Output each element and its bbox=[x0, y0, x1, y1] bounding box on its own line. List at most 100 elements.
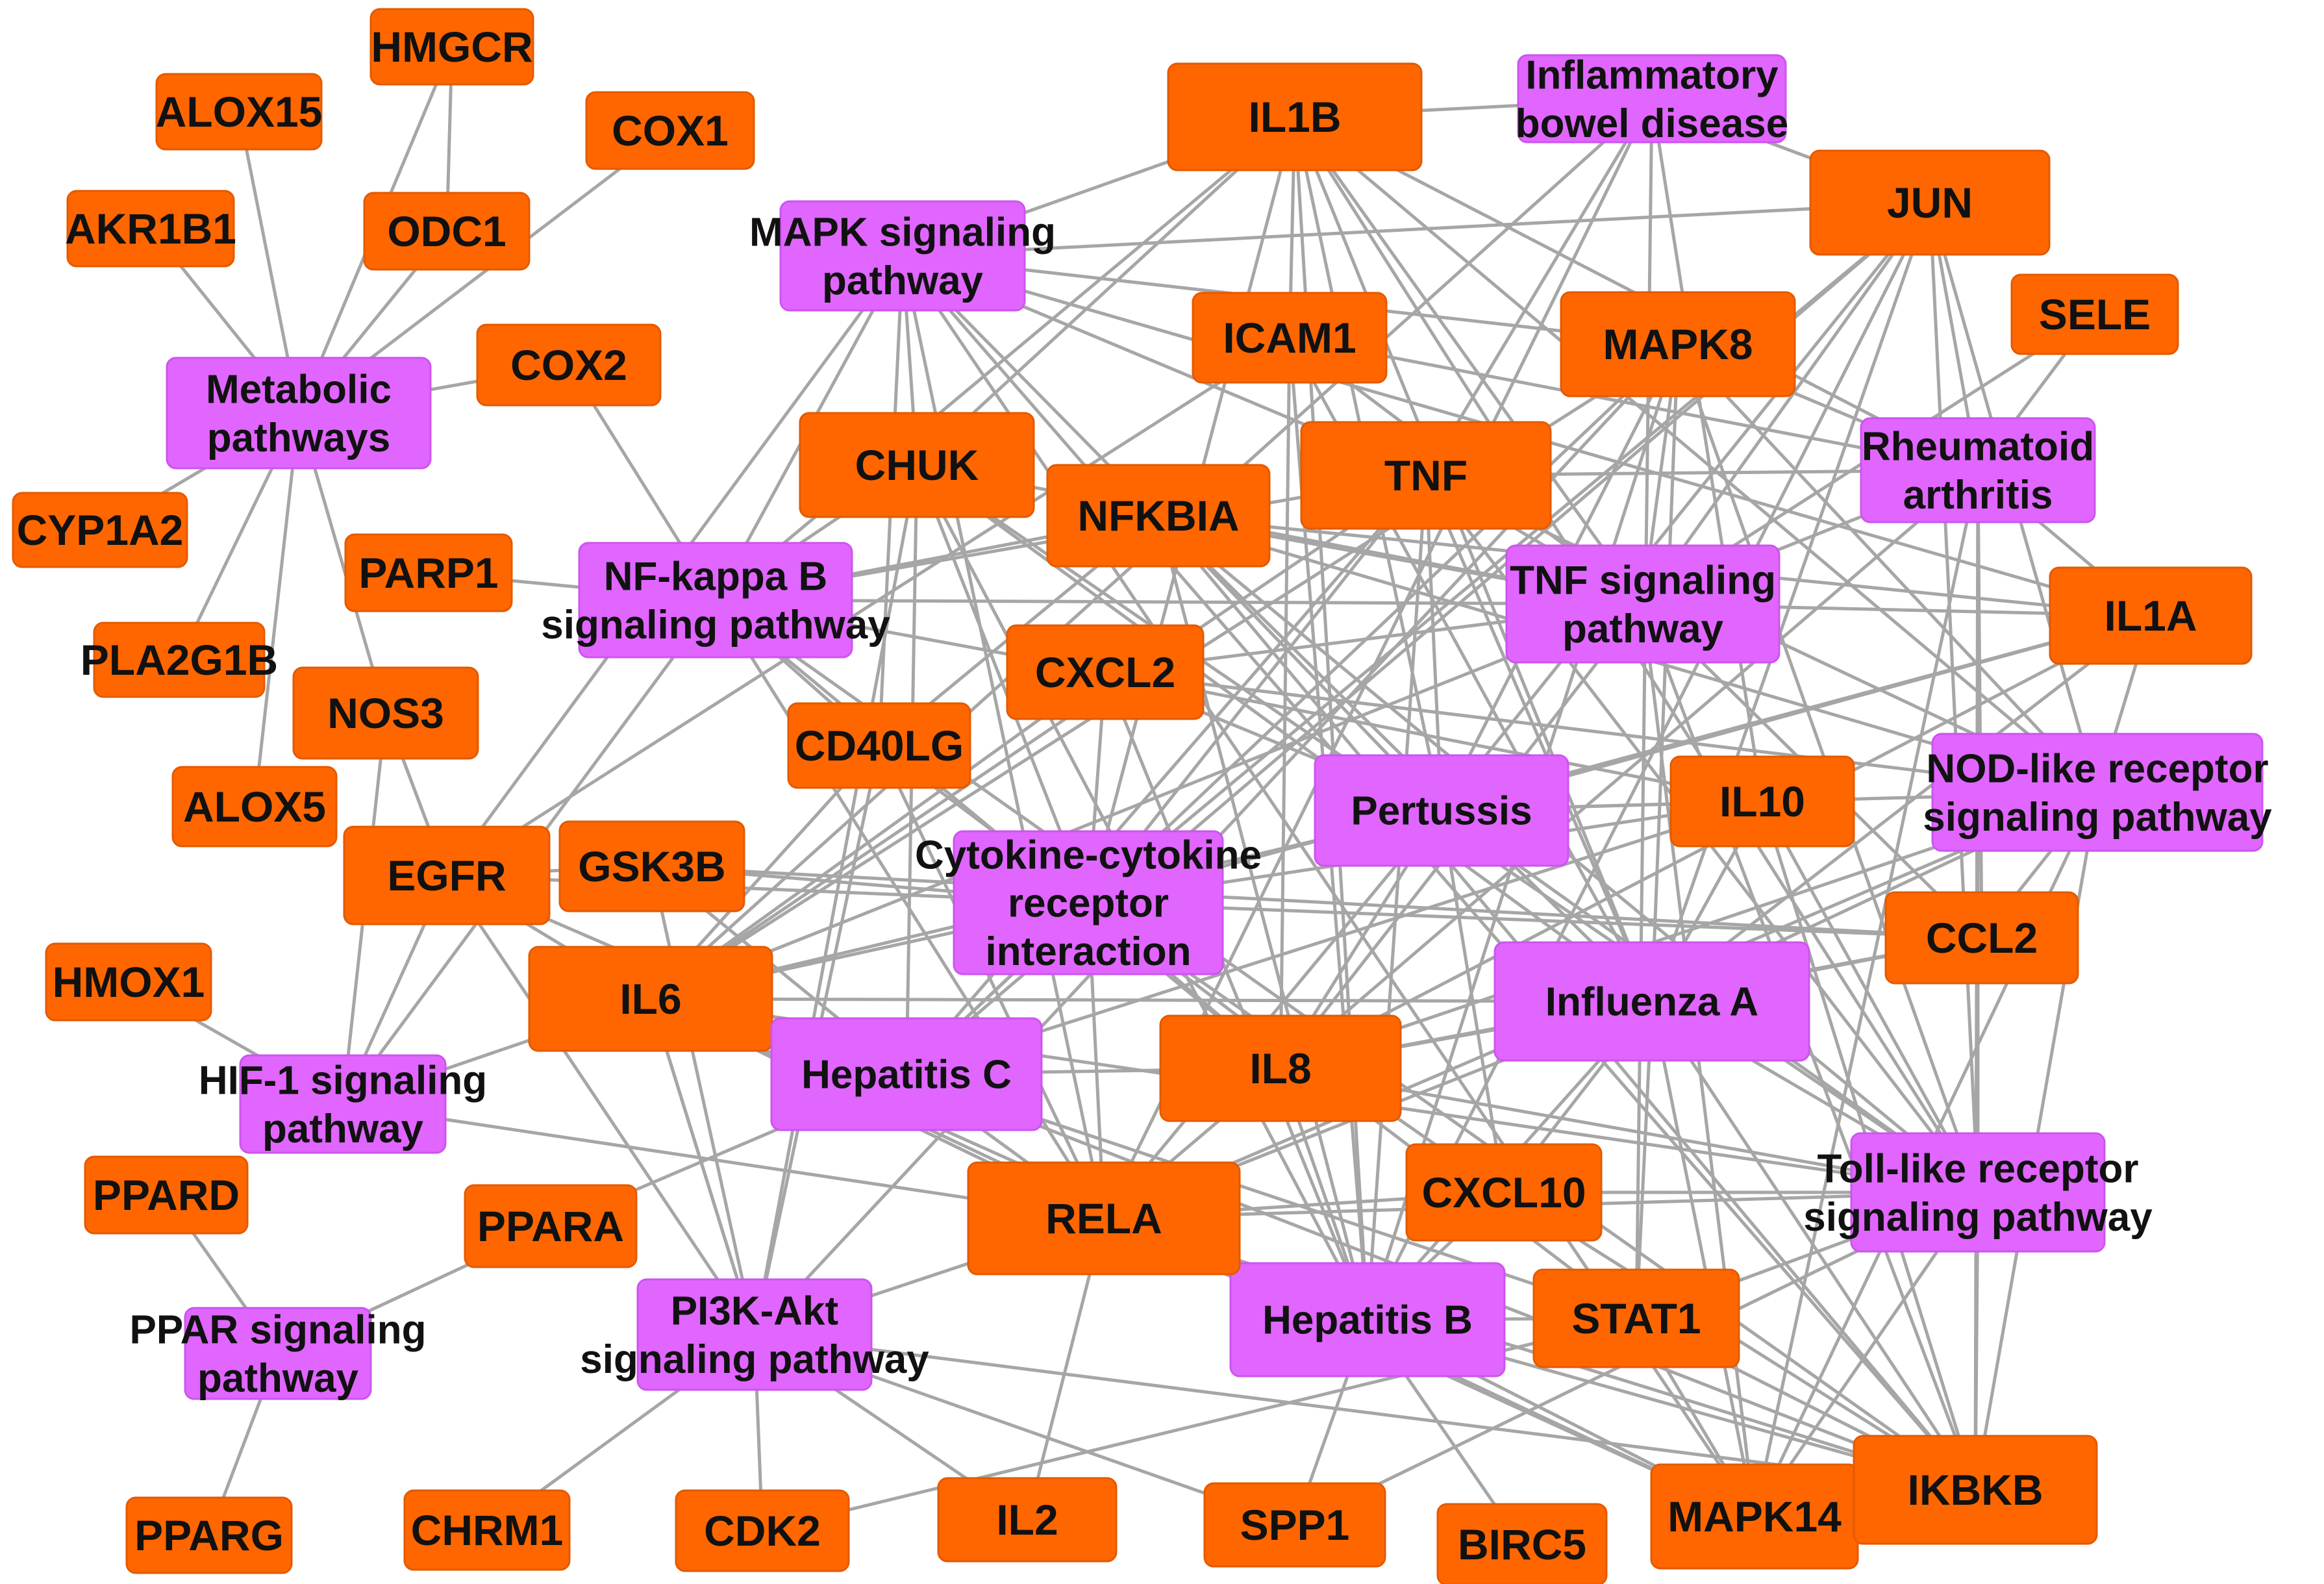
node-label-line: PPARA bbox=[477, 1202, 624, 1250]
edge-mapk-jun bbox=[902, 201, 1930, 258]
node-flu: Influenza A bbox=[1493, 941, 1810, 1062]
node-label-sele: SELE bbox=[2039, 290, 2151, 338]
edge-il1a-flu bbox=[1651, 614, 2152, 1003]
node-odc1: ODC1 bbox=[363, 192, 531, 271]
node-label-line: Toll-like receptor bbox=[1818, 1147, 2139, 1192]
node-label-line: Hepatitis C bbox=[801, 1053, 1012, 1098]
node-box-chuk bbox=[799, 412, 1035, 518]
node-alox5: ALOX5 bbox=[171, 766, 338, 848]
edge-nfkb-tnfsig bbox=[715, 598, 1643, 606]
node-box-ppara bbox=[464, 1184, 638, 1268]
node-il8: IL8 bbox=[1159, 1014, 1402, 1122]
node-label-line: MAPK signaling bbox=[749, 210, 1056, 255]
node-box-ikbkb bbox=[1853, 1435, 2098, 1545]
node-box-akr1b1 bbox=[66, 190, 235, 268]
edge-icam1-il8 bbox=[1279, 337, 1292, 1069]
node-label-line: ODC1 bbox=[387, 207, 506, 255]
node-label-line: pathways bbox=[207, 416, 391, 460]
node-box-nfkbia bbox=[1046, 464, 1271, 568]
node-label-cxcl10: CXCL10 bbox=[1421, 1168, 1586, 1216]
node-box-metabolic bbox=[166, 357, 432, 470]
edge-cxcl2-il6 bbox=[649, 670, 1106, 1001]
node-box-hepb bbox=[1229, 1262, 1506, 1377]
node-box-il8 bbox=[1159, 1014, 1402, 1122]
edge-jun-pertussis bbox=[1440, 201, 1931, 812]
edge-icam1-egfr bbox=[445, 336, 1291, 877]
node-il2: IL2 bbox=[937, 1477, 1118, 1563]
node-il1a: IL1A bbox=[2049, 566, 2253, 665]
node-label-line: STAT1 bbox=[1571, 1294, 1701, 1342]
node-label-chuk: CHUK bbox=[855, 441, 979, 489]
node-box-spp1 bbox=[1203, 1482, 1386, 1568]
node-box-il6 bbox=[528, 946, 773, 1052]
node-box-pla2g1b bbox=[93, 622, 266, 698]
edge-mapk8-nod bbox=[1677, 343, 2099, 794]
node-label-line: NF-kappa B bbox=[604, 555, 827, 599]
node-jun: JUN bbox=[1809, 149, 2051, 256]
node-label-line: signaling pathway bbox=[1803, 1195, 2153, 1240]
node-label-line: IL2 bbox=[996, 1496, 1058, 1544]
node-box-chrm1 bbox=[403, 1489, 571, 1571]
node-label-line: PPARG bbox=[134, 1511, 284, 1559]
node-box-cd40lg bbox=[787, 702, 971, 789]
node-box-il2 bbox=[937, 1477, 1118, 1563]
node-birc5: BIRC5 bbox=[1436, 1503, 1608, 1584]
node-label-line: CHUK bbox=[855, 441, 979, 489]
node-gsk3b: GSK3B bbox=[558, 820, 745, 912]
edge-cxcl2-il10 bbox=[1105, 670, 1763, 803]
node-label-line: TNF signaling bbox=[1510, 559, 1776, 603]
node-egfr: EGFR bbox=[343, 825, 551, 925]
node-box-tnfsig bbox=[1505, 544, 1780, 664]
node-box-cxcl10 bbox=[1405, 1143, 1603, 1242]
node-label-line: pathway bbox=[197, 1356, 359, 1401]
node-label-birc5: BIRC5 bbox=[1458, 1520, 1586, 1568]
node-stat1: STAT1 bbox=[1532, 1268, 1740, 1368]
node-label-line: Pertussis bbox=[1351, 789, 1532, 834]
edge-ibd-tnf bbox=[1424, 97, 1654, 477]
node-box-nfkb bbox=[578, 542, 853, 659]
node-ikbkb: IKBKB bbox=[1853, 1435, 2098, 1545]
node-pparg: PPARG bbox=[125, 1496, 293, 1574]
edge-pertussis-rela bbox=[1103, 809, 1443, 1220]
node-label-line: CXCL2 bbox=[1035, 648, 1175, 696]
node-box-nos3 bbox=[292, 666, 479, 760]
node-spp1: SPP1 bbox=[1203, 1482, 1386, 1568]
node-label-hepb: Hepatitis B bbox=[1262, 1298, 1473, 1343]
node-box-hmox1 bbox=[45, 942, 212, 1022]
node-box-mapk bbox=[779, 200, 1026, 312]
node-box-cox1 bbox=[585, 91, 755, 170]
edge-mapk-ikbkb bbox=[901, 255, 1977, 1491]
node-label-line: PARP1 bbox=[358, 549, 498, 597]
node-box-birc5 bbox=[1436, 1503, 1608, 1584]
node-label-alox15: ALOX15 bbox=[156, 88, 323, 136]
node-label-line: EGFR bbox=[387, 851, 506, 899]
node-mapk14: MAPK14 bbox=[1650, 1463, 1859, 1570]
node-label-line: signaling pathway bbox=[1923, 795, 2272, 840]
node-label-line: arthritis bbox=[1903, 473, 2053, 518]
edge-cd40lg-rela bbox=[877, 744, 1106, 1220]
node-label-line: COX2 bbox=[510, 341, 627, 389]
node-box-ppar bbox=[184, 1307, 372, 1400]
node-label-line: BIRC5 bbox=[1458, 1520, 1586, 1568]
node-il10: IL10 bbox=[1669, 755, 1855, 848]
node-label-pertussis: Pertussis bbox=[1351, 789, 1532, 834]
node-label-line: IL1B bbox=[1248, 93, 1341, 141]
node-label-line: CXCL10 bbox=[1421, 1168, 1586, 1216]
node-box-il10 bbox=[1669, 755, 1855, 848]
node-label-line: IKBKB bbox=[1908, 1466, 2043, 1514]
node-akr1b1: AKR1B1 bbox=[65, 190, 236, 268]
